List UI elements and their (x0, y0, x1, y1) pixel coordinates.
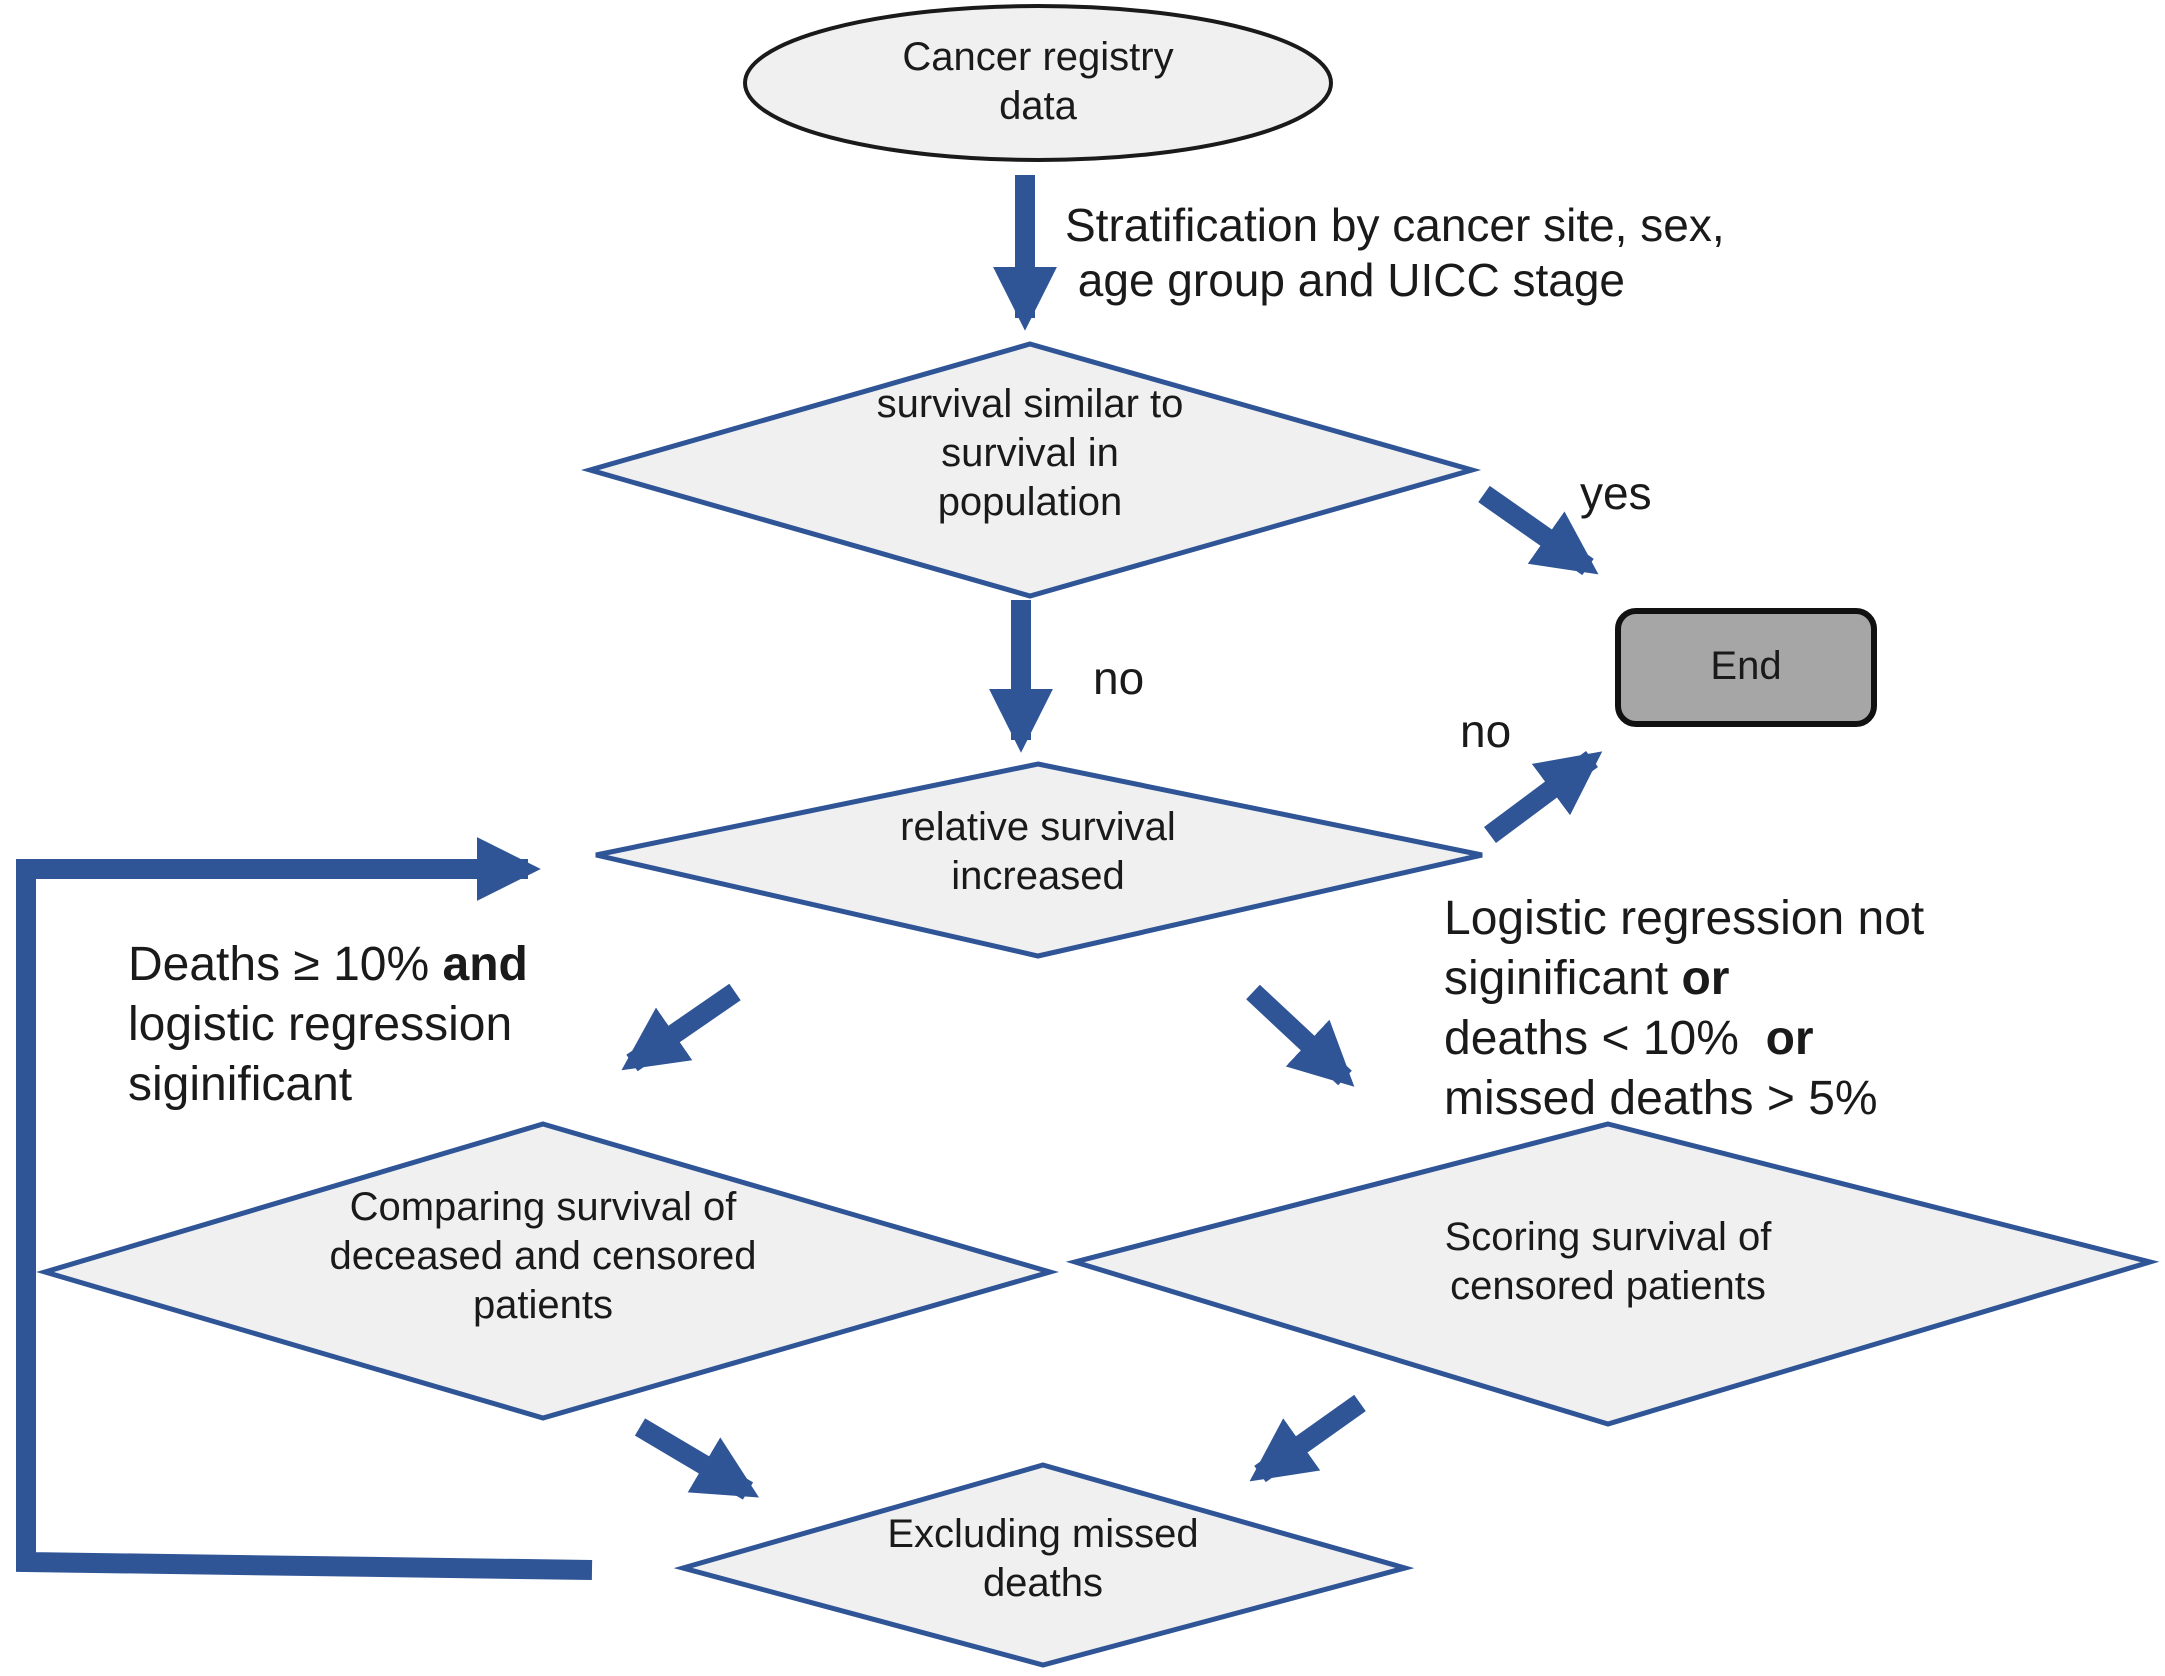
left-condition-line1: Deaths ≥ 10% and (128, 938, 528, 991)
decision-relative-shape (595, 761, 1483, 959)
exclude-label: Excluding missed deaths (887, 1512, 1199, 1605)
start-ellipse (743, 4, 1333, 162)
right-condition-line3: deaths < 10% or (1444, 1012, 1814, 1065)
stratification-label: Stratification by cancer site, sex, age … (1065, 199, 1725, 307)
compare-label: Comparing survival of deceased and censo… (329, 1185, 757, 1327)
right-condition-label: Logistic regression not siginificant or … (1444, 889, 2084, 1129)
arrow-yes-to-end (1478, 485, 1599, 576)
right-condition-line2: siginificant or (1444, 952, 1730, 1005)
right-condition-line1: Logistic regression not (1444, 892, 1925, 945)
left-condition-line3: siginificant (128, 1058, 353, 1111)
loop-back-arrow (16, 836, 593, 1580)
arrow-compare-to-exclude (634, 1418, 760, 1500)
arrow-scoring-to-exclude (1249, 1394, 1366, 1483)
arrow-relative-to-scoring (1246, 984, 1355, 1087)
no-right-label: no (1460, 705, 1512, 757)
yes-label: yes (1580, 467, 1652, 519)
left-condition-line2: logistic regression (128, 998, 513, 1051)
arrow-relative-to-compare (621, 983, 741, 1072)
scoring-label: Scoring survival of censored patients (1444, 1215, 1772, 1308)
no-down-label: no (1093, 652, 1145, 704)
scoring-shape (1065, 1121, 2160, 1427)
end-box (1615, 608, 1877, 727)
arrow-no-to-end (1484, 750, 1603, 844)
left-condition-label: Deaths ≥ 10% and logistic regression sig… (128, 935, 688, 1115)
decision-population-label: survival similar to survival in populati… (876, 382, 1184, 524)
compare-shape (36, 1121, 1059, 1421)
start-label: Cancer registry data (902, 35, 1174, 128)
end-label: End (1710, 644, 1782, 688)
exclude-shape (673, 1462, 1415, 1668)
decision-population-shape (580, 341, 1482, 599)
decision-relative-label: relative survival increased (900, 805, 1176, 898)
right-condition-line4: missed deaths > 5% (1444, 1072, 1878, 1125)
